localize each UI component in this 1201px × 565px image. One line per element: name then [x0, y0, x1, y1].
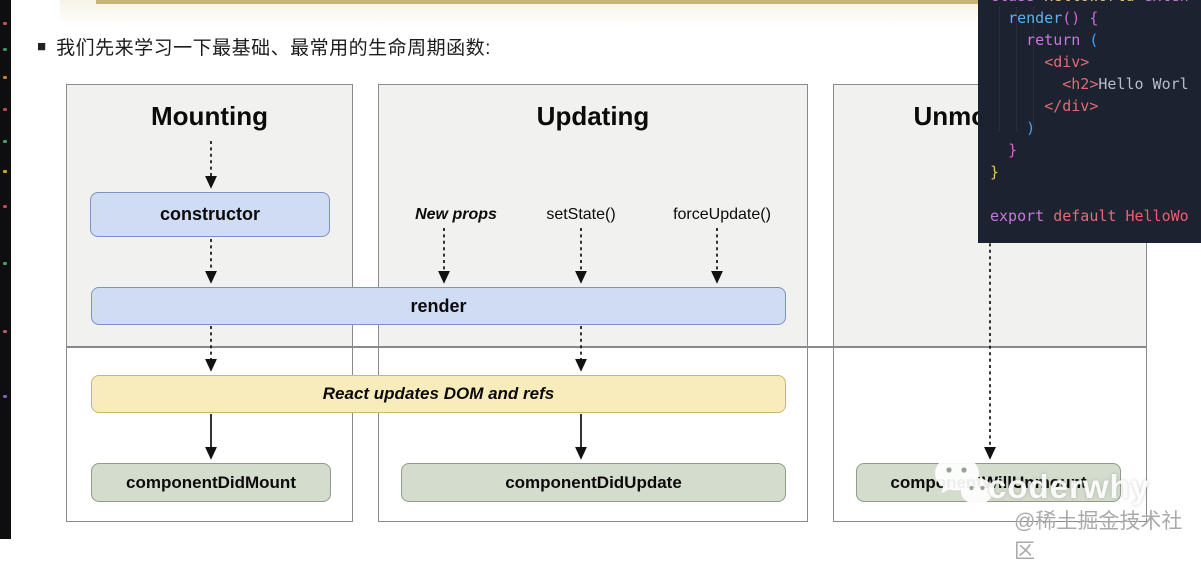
minimap-speck [3, 205, 7, 208]
updating-title: Updating [536, 101, 650, 131]
code-content: class HelloWorld exten render() { return… [990, 0, 1189, 225]
minimap-speck [3, 140, 7, 143]
slide-heading: ■ 我们先来学习一下最基础、最常用的生命周期函数: [37, 33, 491, 60]
minimap-speck [3, 262, 7, 265]
new-props-label: New props [415, 206, 497, 223]
wechat-icon [935, 456, 993, 507]
minimap-speck [3, 170, 7, 173]
render-box: render [91, 287, 786, 325]
background-editor-strip [0, 0, 11, 539]
juejin-community-watermark: @稀土掘金技术社区 [1014, 510, 1183, 563]
render-commit-phase-divider [66, 346, 1147, 348]
indent-guide [1016, 7, 1017, 132]
coderwhy-watermark: coderwhy [988, 468, 1151, 505]
indent-guide [999, 7, 1000, 132]
mounting-title: Mounting [151, 101, 268, 131]
minimap-speck [3, 48, 7, 51]
forceupdate-label: forceUpdate() [673, 206, 771, 223]
setstate-label: setState() [546, 206, 616, 223]
slide-top-border [96, 0, 1201, 4]
minimap-speck [3, 395, 7, 398]
minimap-speck [3, 22, 7, 25]
code-editor-window: class HelloWorld exten render() { return… [978, 0, 1201, 243]
minimap-speck [3, 108, 7, 111]
componentdidmount-box: componentDidMount [91, 463, 331, 502]
minimap-speck [3, 76, 7, 79]
componentdidupdate-box: componentDidUpdate [401, 463, 786, 502]
indent-guide [1033, 7, 1034, 132]
heading-text: 我们先来学习一下最基础、最常用的生命周期函数: [56, 38, 491, 59]
minimap-speck [3, 330, 7, 333]
react-updates-dom-box: React updates DOM and refs [91, 375, 786, 413]
constructor-box: constructor [90, 192, 330, 237]
bullet-square-icon: ■ [37, 38, 47, 55]
